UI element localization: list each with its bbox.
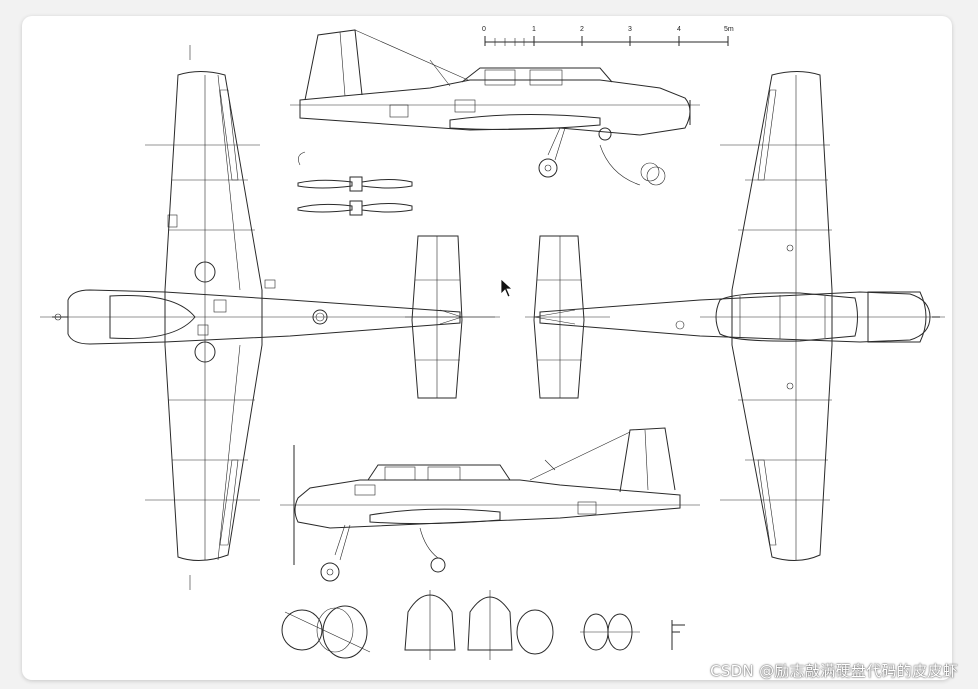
drawing-sheet <box>22 16 952 680</box>
scale-tick-2: 2 <box>580 26 584 33</box>
scale-tick-5: 5m <box>724 26 734 33</box>
scale-tick-3: 3 <box>628 26 632 33</box>
tailplane-front-views <box>405 235 610 399</box>
side-view-facing-left <box>280 427 700 582</box>
plan-view-left <box>40 45 500 590</box>
scale-tick-4: 4 <box>677 26 681 33</box>
scale-bar: 0 1 2 3 4 5m <box>482 26 734 46</box>
scale-tick-0: 0 <box>482 26 486 33</box>
fuselage-cross-sections <box>281 590 685 660</box>
side-view-facing-right <box>290 29 700 186</box>
watermark-text: CSDN @励志敲满硬盘代码的皮皮虾 <box>710 662 958 680</box>
plan-view-right <box>539 71 945 561</box>
propeller-details <box>297 151 413 216</box>
scale-tick-1: 1 <box>532 26 536 33</box>
arrow-cursor-icon <box>500 278 514 298</box>
